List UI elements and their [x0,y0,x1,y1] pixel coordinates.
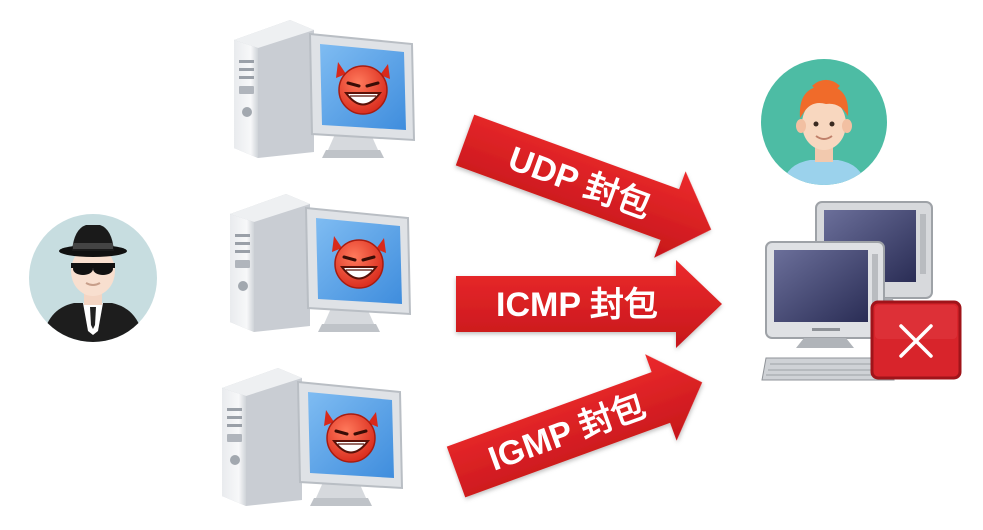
icmp-arrow: ICMP 封包 [456,260,722,348]
udp-label: UDP 封包 [503,140,656,227]
igmp-arrow: IGMP 封包 [440,339,718,515]
udp-arrow: UDP 封包 [449,97,727,273]
close-icon [870,300,964,382]
user-avatar-icon [760,58,888,186]
icmp-label: ICMP 封包 [496,286,658,324]
